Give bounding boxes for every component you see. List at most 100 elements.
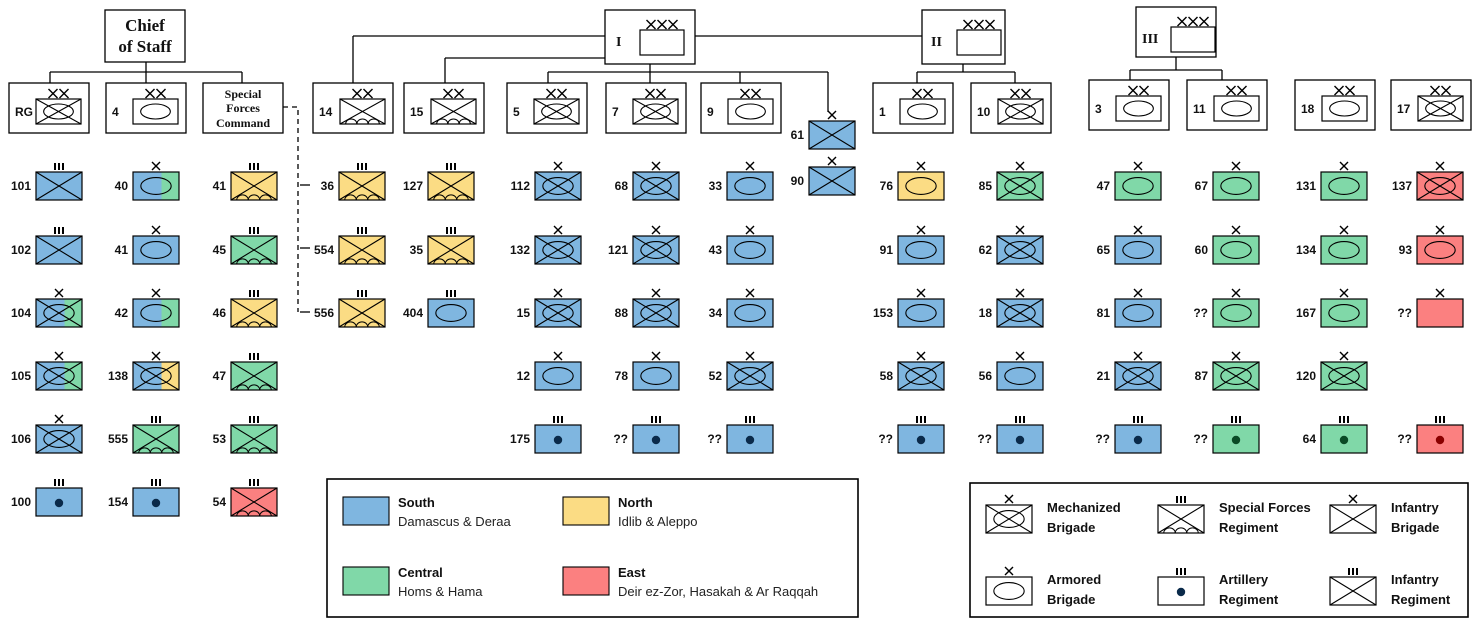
frame	[632, 361, 680, 391]
cross-b	[230, 171, 278, 201]
track-oval	[140, 241, 172, 259]
unit-symbol	[534, 416, 582, 454]
unit-symbol	[35, 414, 83, 454]
cross-b	[534, 298, 582, 328]
symbol-legend-line2: Regiment	[1391, 592, 1451, 607]
artillery-dot	[916, 435, 926, 445]
unit-symbol	[632, 416, 680, 454]
unit-label: 134	[1296, 243, 1316, 257]
unit-symbol	[35, 163, 83, 201]
sfc-dashed-link	[283, 106, 299, 312]
unit-symbol	[1213, 85, 1260, 122]
frame	[534, 361, 582, 391]
unit-symbol	[897, 288, 945, 328]
artillery-dot	[651, 435, 661, 445]
symbol-legend-line2: Brigade	[1047, 520, 1095, 535]
echelon-x	[745, 351, 755, 361]
symbol-legend-line2: Regiment	[1219, 520, 1279, 535]
echelon-x	[912, 88, 922, 99]
echelon-x	[1015, 351, 1025, 361]
fill-right	[161, 299, 179, 327]
unit-symbol	[639, 19, 685, 56]
echelon-x	[1004, 566, 1014, 576]
unit-label: 153	[873, 306, 893, 320]
connector-lines	[49, 35, 1223, 313]
track-oval	[43, 430, 75, 448]
track-oval	[43, 367, 75, 385]
unit-symbol	[985, 494, 1033, 534]
unit-symbol	[632, 161, 680, 201]
division-label: RG	[15, 105, 33, 119]
airborne-arc	[344, 194, 357, 201]
echelon-x	[553, 351, 563, 361]
unit-symbol	[1212, 288, 1260, 328]
unit-symbol	[35, 479, 83, 517]
unit-label: 554	[314, 243, 334, 257]
echelon-x	[1004, 494, 1014, 504]
track-oval	[140, 304, 172, 322]
frame	[726, 235, 774, 265]
unit-symbol	[985, 566, 1033, 606]
airborne-arc	[259, 321, 272, 328]
cross-b	[632, 98, 679, 125]
frame	[996, 361, 1044, 391]
unit-label: 56	[979, 369, 993, 383]
airborne-arc	[138, 447, 151, 454]
echelon-x	[59, 88, 69, 99]
unit-symbol	[1329, 568, 1377, 606]
corps-label-corps1: I	[616, 35, 621, 50]
unit-symbol	[996, 351, 1044, 391]
airborne-arc	[161, 447, 174, 454]
cross-b	[533, 98, 580, 125]
track-oval	[1328, 241, 1360, 259]
track-oval	[1122, 304, 1154, 322]
fill-right	[161, 172, 179, 200]
division-label: 18	[1301, 102, 1315, 116]
track-oval	[1004, 241, 1036, 259]
echelon-x	[923, 88, 933, 99]
cross-b	[632, 171, 680, 201]
track-oval	[140, 103, 171, 120]
frame	[132, 298, 180, 328]
unit-label: 60	[1195, 243, 1209, 257]
track-oval	[734, 367, 766, 385]
cross-b	[534, 171, 582, 201]
frame	[1416, 298, 1464, 328]
unit-label: 36	[321, 179, 335, 193]
echelon-x	[985, 19, 995, 30]
unit-symbol	[1114, 161, 1162, 201]
unit-label: ??	[613, 432, 628, 446]
unit-label: 78	[615, 369, 629, 383]
division-label: 3	[1095, 102, 1102, 116]
echelon-x	[557, 88, 567, 99]
unit-symbol	[632, 351, 680, 391]
chief-of-staff-title: Chief	[125, 16, 165, 35]
division-label: 14	[319, 105, 333, 119]
unit-symbol	[1320, 225, 1368, 265]
echelon-x	[1339, 161, 1349, 171]
unit-label: 61	[791, 128, 805, 142]
track-oval	[734, 241, 766, 259]
unit-symbol	[632, 225, 680, 265]
cross-b	[35, 424, 83, 454]
echelon-x	[352, 88, 362, 99]
track-oval	[1220, 367, 1252, 385]
unit-symbol	[430, 88, 477, 125]
unit-symbol	[808, 110, 856, 150]
echelon-x	[1010, 88, 1020, 99]
artillery-dot	[1015, 435, 1025, 445]
unit-label: ??	[1193, 432, 1208, 446]
echelon-x	[745, 225, 755, 235]
airborne-arc	[367, 194, 380, 201]
airborne-arc	[1174, 527, 1188, 534]
unit-symbol	[1115, 85, 1162, 122]
artillery-dot	[1435, 435, 1445, 445]
unit-symbol	[534, 225, 582, 265]
airborne-arc	[247, 510, 261, 517]
division-label: 5	[513, 105, 520, 119]
track-oval	[993, 582, 1025, 600]
echelon-x	[916, 161, 926, 171]
airborne-arc	[149, 447, 163, 454]
airborne-arc	[247, 194, 261, 201]
unit-label: 40	[115, 179, 129, 193]
